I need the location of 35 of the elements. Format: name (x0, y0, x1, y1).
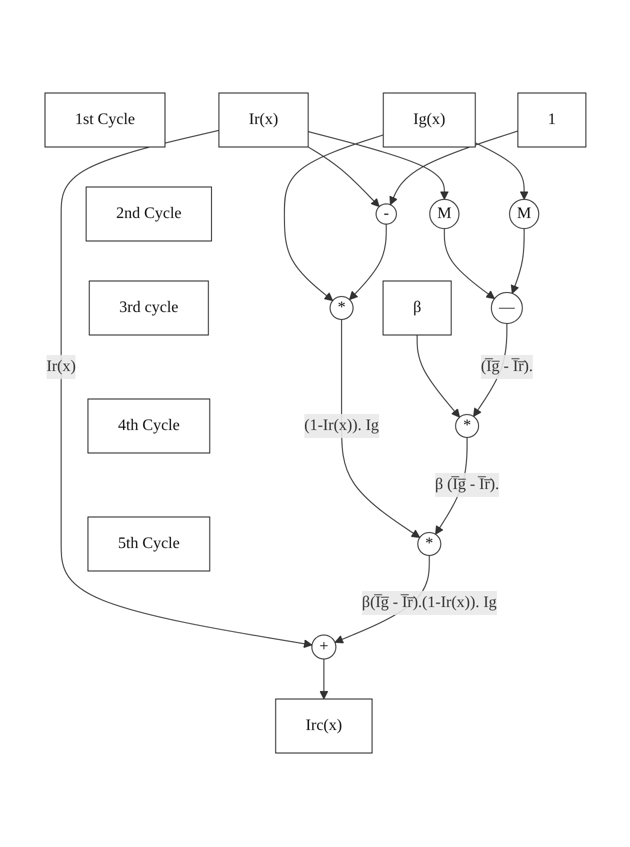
node-box: 1st Cycle (44, 92, 166, 148)
node-box: 2nd Cycle (85, 186, 212, 242)
node-box: 1 (516, 92, 586, 148)
arrow (443, 228, 494, 300)
edge-label: (I̅g̅ - I̅r̅). (480, 358, 532, 376)
arrow (307, 132, 448, 200)
edge-label: β (I̅g̅ - I̅r̅). (434, 476, 499, 494)
node-box: 5th Cycle (87, 516, 210, 572)
node-circle: + (310, 634, 336, 660)
node-box: Ir(x) (218, 92, 308, 148)
arrow (416, 334, 460, 418)
edge-label: (1-Ir(x)). Ig (304, 417, 378, 434)
arrow (60, 130, 312, 649)
node-circle: * (329, 296, 354, 320)
node-box: Irc(x) (274, 699, 372, 754)
node-circle: - (375, 204, 396, 226)
arrow (307, 146, 380, 208)
arrow (348, 224, 386, 301)
node-circle: — (490, 292, 522, 324)
edge-label: Ir(x) (46, 358, 76, 376)
node-box: 3rd cycle (88, 280, 208, 336)
arrow (474, 142, 528, 200)
arrow (389, 131, 518, 206)
edge-label: β(I̅g̅ - I̅r̅).(1-Ir(x)). Ig (361, 594, 496, 612)
arrow (319, 659, 328, 700)
arrow (510, 228, 524, 294)
node-circle: * (454, 414, 479, 438)
node-box: β (382, 280, 452, 336)
node-circle: M (428, 199, 460, 230)
arrow (340, 319, 420, 538)
node-circle: M (508, 199, 539, 230)
arrow (283, 134, 384, 302)
node-circle: * (416, 532, 441, 556)
node-box: Ig(x) (382, 92, 476, 148)
node-box: 4th Cycle (87, 398, 210, 454)
